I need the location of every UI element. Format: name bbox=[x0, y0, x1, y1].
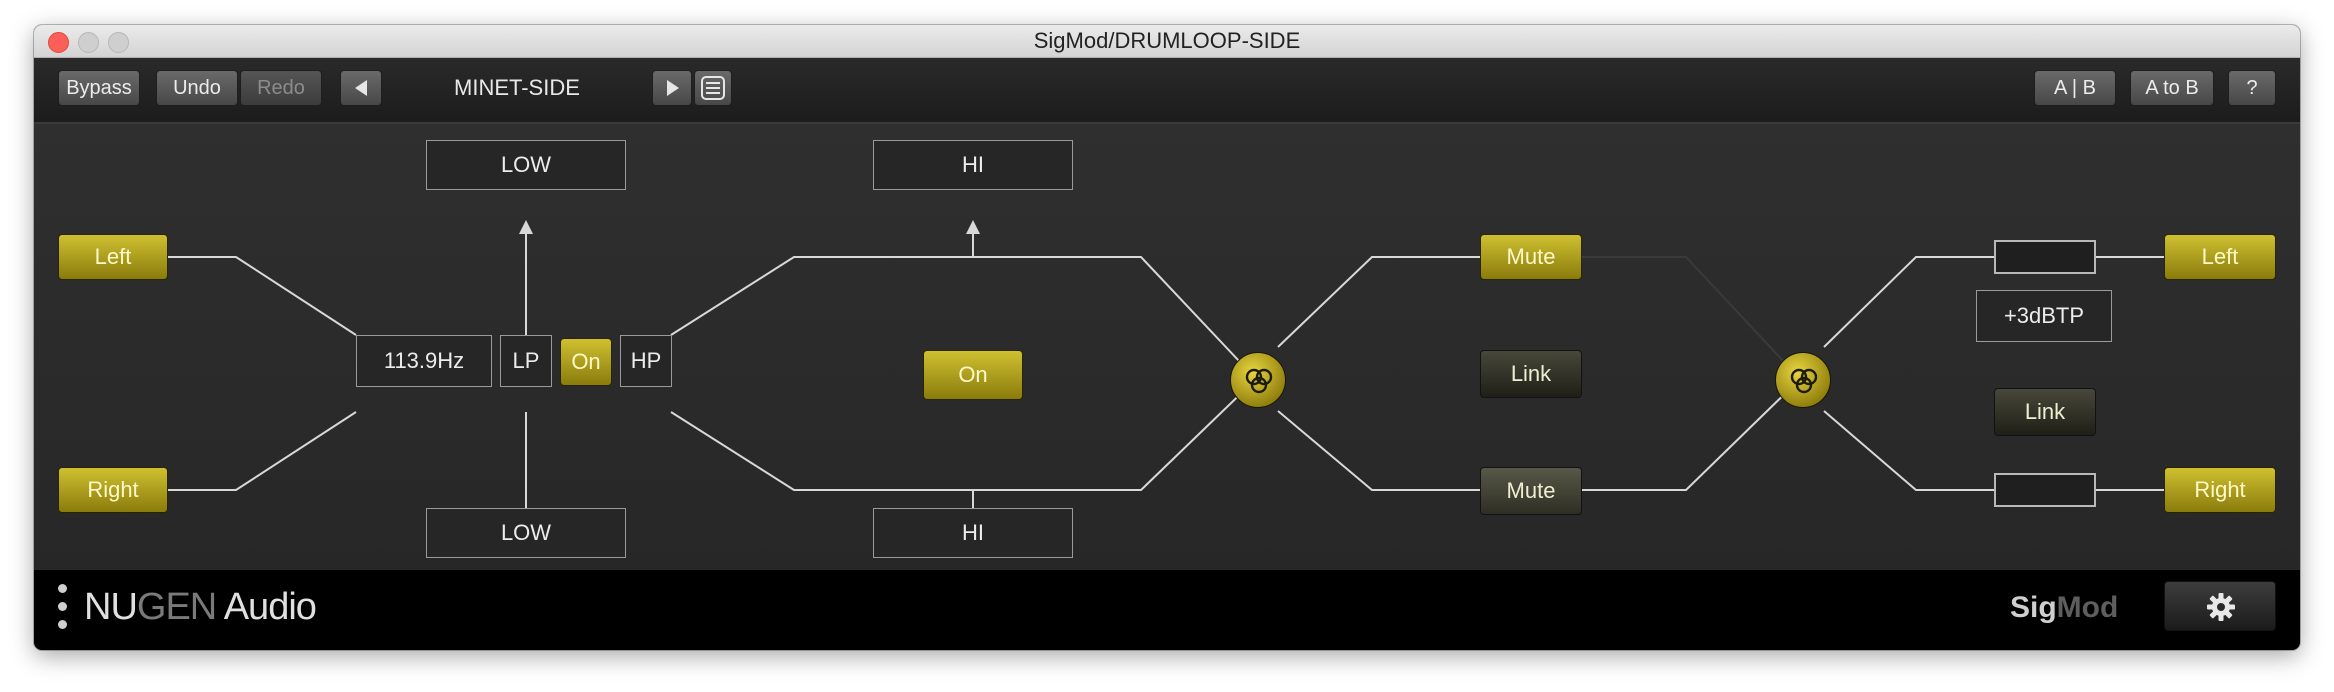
triangle-right-icon bbox=[667, 80, 679, 96]
output-right-button[interactable]: Right bbox=[2164, 467, 2276, 513]
true-peak-gain-field[interactable]: +3dBTP bbox=[1976, 290, 2112, 342]
footer-bar: NUGEN Audio SigMod bbox=[34, 570, 2300, 650]
hi-band-top-box[interactable]: HI bbox=[873, 140, 1073, 190]
mute-top-button[interactable]: Mute bbox=[1480, 234, 1582, 280]
a-to-b-button[interactable]: A to B bbox=[2130, 70, 2214, 106]
ab-compare-button[interactable]: A | B bbox=[2034, 70, 2116, 106]
plugin-window: SigMod/DRUMLOOP-SIDE Bypass Undo Redo MI… bbox=[34, 25, 2300, 650]
toolbar: Bypass Undo Redo MINET-SIDE A | B A to B… bbox=[34, 58, 2300, 124]
mute-link-button[interactable]: Link bbox=[1480, 350, 1582, 398]
output-right-meter bbox=[1994, 473, 2096, 507]
mixer-node-1[interactable] bbox=[1230, 352, 1286, 408]
list-icon bbox=[701, 76, 725, 100]
output-left-meter bbox=[1994, 240, 2096, 274]
preset-name[interactable]: MINET-SIDE bbox=[454, 75, 580, 100]
brand-logo: NUGEN Audio bbox=[84, 586, 317, 628]
redo-button[interactable]: Redo bbox=[240, 70, 322, 106]
maximize-window-button[interactable] bbox=[108, 32, 129, 53]
minimize-window-button[interactable] bbox=[78, 32, 99, 53]
prev-preset-button[interactable] bbox=[340, 70, 382, 106]
input-left-button[interactable]: Left bbox=[58, 234, 168, 280]
title-bar: SigMod/DRUMLOOP-SIDE bbox=[34, 25, 2300, 58]
undo-button[interactable]: Undo bbox=[156, 70, 238, 106]
low-band-top-box[interactable]: LOW bbox=[426, 140, 626, 190]
preset-list-button[interactable] bbox=[694, 70, 732, 106]
product-logo: SigMod bbox=[2010, 591, 2119, 624]
window-title: SigMod/DRUMLOOP-SIDE bbox=[1033, 28, 1301, 53]
next-preset-button[interactable] bbox=[652, 70, 692, 106]
output-link-button[interactable]: Link bbox=[1994, 388, 2096, 436]
low-band-bottom-box[interactable]: LOW bbox=[426, 508, 626, 558]
triple-circle-icon bbox=[1790, 368, 1818, 394]
crossover-frequency-field[interactable]: 113.9Hz bbox=[356, 335, 492, 387]
hi-band-bottom-box[interactable]: HI bbox=[873, 508, 1073, 558]
input-right-button[interactable]: Right bbox=[58, 467, 168, 513]
mixer-node-2[interactable] bbox=[1775, 352, 1831, 408]
center-on-button[interactable]: On bbox=[923, 350, 1023, 400]
mute-bottom-button[interactable]: Mute bbox=[1480, 467, 1582, 515]
output-left-button[interactable]: Left bbox=[2164, 234, 2276, 280]
brand-dots-icon bbox=[58, 584, 68, 630]
gear-icon bbox=[2207, 593, 2235, 621]
hp-label: HP bbox=[620, 335, 672, 387]
bypass-button[interactable]: Bypass bbox=[58, 70, 140, 106]
routing-panel: Left Right 113.9Hz LP On HP LOW LOW HI H… bbox=[34, 124, 2300, 570]
triangle-left-icon bbox=[355, 80, 367, 96]
close-window-button[interactable] bbox=[48, 32, 69, 53]
help-button[interactable]: ? bbox=[2228, 70, 2276, 106]
triple-circle-icon bbox=[1245, 368, 1273, 394]
settings-button[interactable] bbox=[2164, 581, 2276, 631]
crossover-on-button[interactable]: On bbox=[560, 338, 612, 386]
lp-label: LP bbox=[500, 335, 552, 387]
signal-flow-lines bbox=[166, 220, 2164, 528]
